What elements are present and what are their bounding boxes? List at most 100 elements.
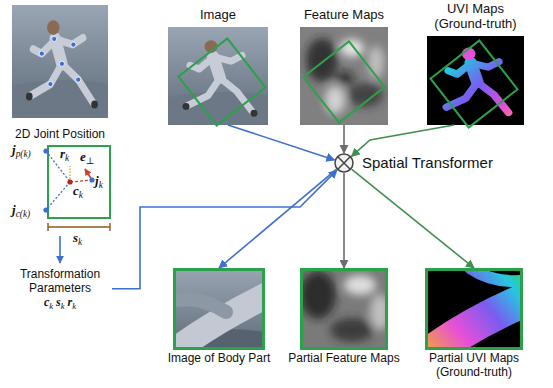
math-symbol: e xyxy=(80,149,86,164)
math-symbol: j xyxy=(12,142,16,157)
math-symbol: j xyxy=(12,202,16,217)
math-symbol: e xyxy=(80,149,86,164)
flow-arrow xyxy=(351,125,454,156)
feature-map xyxy=(300,27,388,125)
joint-dot xyxy=(39,36,81,86)
partial-uvi-crop xyxy=(425,268,523,350)
joint-dot xyxy=(39,51,44,56)
feature-map xyxy=(336,71,354,85)
joint-geometry xyxy=(48,146,110,218)
partial-feature-crop xyxy=(330,318,374,342)
joint-dot xyxy=(48,82,53,87)
math-subscript: k xyxy=(72,300,76,310)
math-symbol: c xyxy=(44,295,49,309)
node-label: Image xyxy=(200,8,236,23)
node-label: 2D Joint Position xyxy=(15,128,105,142)
math-label: rk xyxy=(60,147,69,162)
input-image xyxy=(178,38,265,125)
math-symbol: j xyxy=(95,173,99,188)
input-image xyxy=(168,27,268,126)
joint-geometry xyxy=(59,236,61,263)
node-label: Spatial Transformer xyxy=(362,154,493,171)
image-panel: UVI Maps (Ground-truth) xyxy=(422,2,529,125)
math-subscript: k xyxy=(49,300,53,310)
math-symbol: r xyxy=(60,146,65,161)
joint-geometry xyxy=(43,146,110,263)
parameter-block: Transformation Parametersck sk rk xyxy=(8,268,112,309)
uvi-map xyxy=(430,40,517,127)
joint-photo xyxy=(12,5,108,118)
math-symbol: r xyxy=(60,146,65,161)
output-panel: Image of Body Part xyxy=(173,268,265,366)
joint-photo xyxy=(12,5,108,118)
math-symbol: j xyxy=(95,173,99,188)
math-subscript: k xyxy=(78,237,82,247)
math-symbol: c xyxy=(73,183,79,198)
flow-arrow xyxy=(343,173,345,268)
math-symbol: s xyxy=(73,230,78,245)
math-subscript: p(k) xyxy=(16,149,31,159)
feature-map xyxy=(368,46,384,78)
feature-map xyxy=(303,41,384,122)
image-frame xyxy=(173,268,265,350)
math-subscript: k xyxy=(79,190,83,200)
uvi-map xyxy=(427,36,524,128)
partial-feature-crop xyxy=(300,268,388,350)
feature-map xyxy=(306,38,338,82)
operator-circle: Spatial Transformer xyxy=(334,153,493,173)
image-frame xyxy=(300,268,388,350)
math-label: jp(k) xyxy=(12,143,31,158)
joint-dot xyxy=(76,77,81,82)
body-part-crop xyxy=(178,299,226,312)
output-panel: Partial Feature Maps xyxy=(300,268,388,366)
joint-geometry xyxy=(70,180,92,182)
joint-geometry xyxy=(89,177,94,182)
image-panel: Feature Maps xyxy=(300,8,388,125)
math-subscript: k xyxy=(61,300,65,310)
parameter-symbols: ck sk rk xyxy=(44,296,76,310)
math-subscript: k xyxy=(99,180,103,190)
flow-arrow xyxy=(343,125,345,153)
math-subscript: c(k) xyxy=(16,209,31,219)
math-label: jc(k) xyxy=(12,203,30,218)
math-label: e⊥ xyxy=(80,150,95,165)
body-part-crop xyxy=(173,268,265,350)
math-subscript: ⊥ xyxy=(86,156,95,166)
joint-dot xyxy=(59,61,64,66)
math-symbol: s xyxy=(56,295,61,309)
joint-geometry xyxy=(46,182,70,210)
math-symbol: s xyxy=(73,230,78,245)
image-frame xyxy=(425,268,523,350)
node-label: UVI Maps (Ground-truth) xyxy=(422,2,529,32)
joint-dot xyxy=(71,42,76,47)
math-symbol: c xyxy=(73,183,79,198)
math-symbol: r xyxy=(68,295,73,309)
partial-feature-crop xyxy=(300,271,336,319)
flow-arrow xyxy=(228,125,334,160)
joint-geometry xyxy=(48,223,110,231)
math-label: ck xyxy=(73,184,83,199)
joint-dot xyxy=(52,36,57,41)
math-symbol: c xyxy=(44,295,49,309)
partial-feature-crop xyxy=(344,275,376,295)
node-label: Partial Feature Maps xyxy=(288,352,399,366)
math-label: jk xyxy=(95,174,103,189)
math-symbol: r xyxy=(68,295,73,309)
body-part-crop xyxy=(173,290,265,350)
joint-geometry xyxy=(67,179,72,184)
flow-arrow xyxy=(352,169,474,268)
feature-map xyxy=(300,27,388,125)
math-symbol: j xyxy=(12,142,16,157)
feature-map xyxy=(300,27,388,125)
math-symbol: j xyxy=(12,202,16,217)
joint-geometry xyxy=(43,207,48,212)
output-panel: Partial UVI Maps (Ground-truth) xyxy=(425,268,523,380)
image-panel: Image xyxy=(168,8,268,125)
node-label: Transformation Parameters xyxy=(8,268,112,296)
operator-symbol xyxy=(338,157,350,169)
feature-map xyxy=(306,38,384,114)
flow-arrow xyxy=(219,169,336,268)
math-subscript: k xyxy=(65,153,69,163)
